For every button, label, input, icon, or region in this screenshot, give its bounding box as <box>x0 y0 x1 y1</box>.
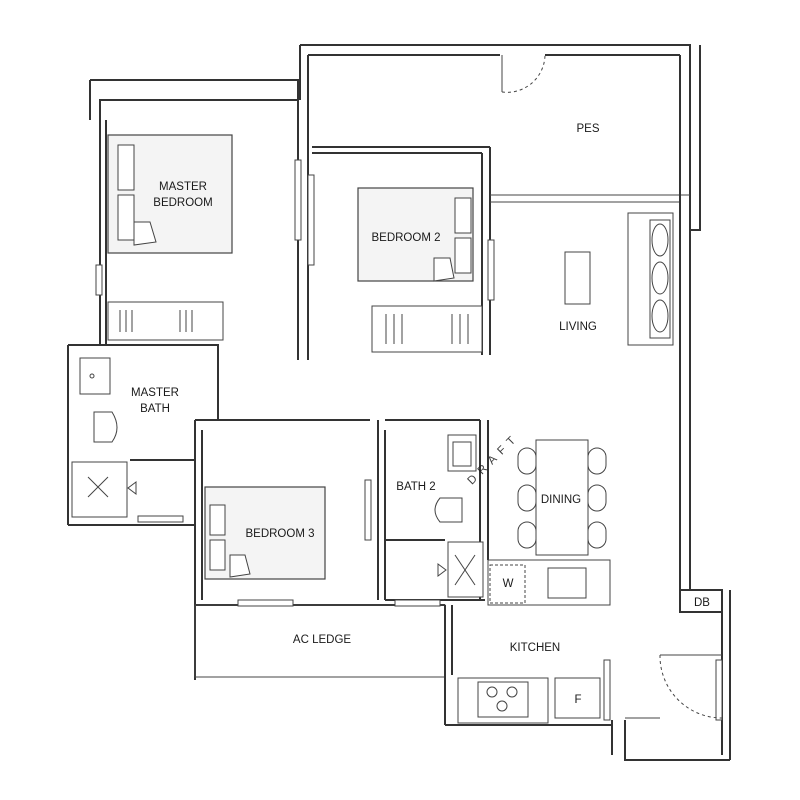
label-db: DB <box>694 597 710 609</box>
windows <box>95 159 723 721</box>
coffee-table <box>564 251 591 305</box>
label-master-bath-1: MASTER <box>131 387 179 399</box>
master-bedroom-wardrobe <box>107 301 224 341</box>
label-ac-ledge: AC LEDGE <box>293 634 351 646</box>
bedroom-2-bed <box>357 187 474 282</box>
label-washer: W <box>503 578 514 590</box>
label-dining: DINING <box>541 494 581 506</box>
bedroom-3-bed <box>204 486 326 580</box>
label-master-bath-2: BATH <box>140 403 170 415</box>
master-bedroom-bed <box>107 134 233 254</box>
bedroom-2-wardrobe <box>371 305 483 353</box>
label-bedroom-3: BEDROOM 3 <box>245 528 314 540</box>
label-pes: PES <box>576 123 599 135</box>
label-master-bedroom-1: MASTER <box>159 181 207 193</box>
doors <box>501 54 723 719</box>
sofa <box>627 212 674 346</box>
fridge <box>554 677 601 719</box>
dining-set <box>517 439 607 556</box>
label-master-bedroom-2: BEDROOM <box>153 197 212 209</box>
label-bedroom-2: BEDROOM 2 <box>371 232 440 244</box>
cooktop <box>457 677 549 724</box>
bath-2-fixtures <box>434 434 484 598</box>
label-bath-2: BATH 2 <box>396 481 435 493</box>
label-kitchen: KITCHEN <box>510 642 560 654</box>
label-living: LIVING <box>559 321 597 333</box>
master-bath-fixtures <box>71 357 137 518</box>
washer <box>489 564 526 604</box>
label-fridge: F <box>574 694 581 706</box>
